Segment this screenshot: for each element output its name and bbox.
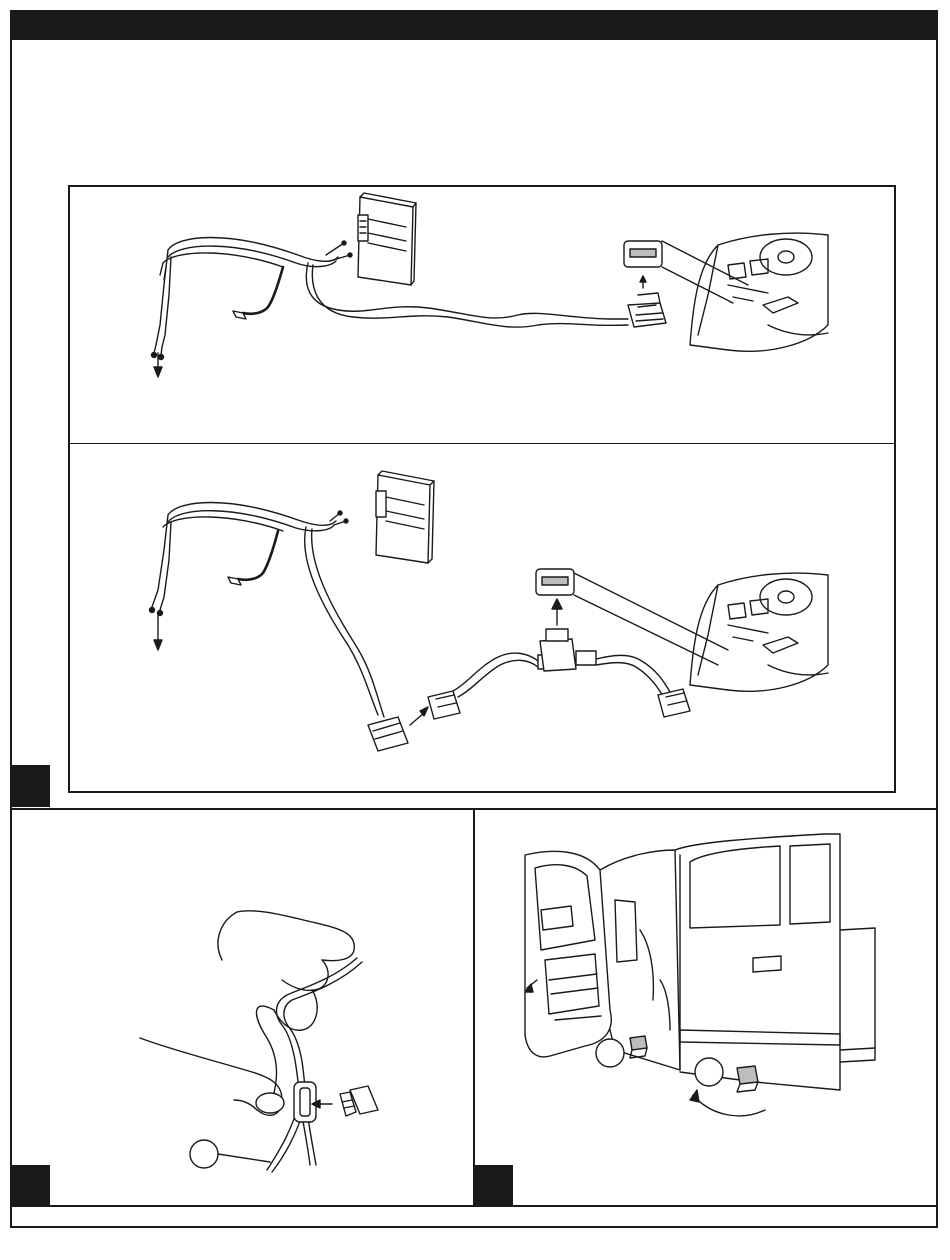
module-unit-2 [376, 471, 434, 563]
harness-wires-2 [150, 503, 385, 718]
wiring-harness-obd-splitter-icon [68, 445, 896, 790]
section-separator-bottom [10, 1205, 938, 1207]
module-unit [358, 193, 416, 285]
panel-divider [68, 443, 896, 444]
step-tab-bottom-left [12, 1165, 50, 1205]
step-tab-top [12, 765, 50, 807]
dashboard-sketch-2 [690, 573, 828, 691]
fuse-tap [312, 1086, 378, 1116]
fuse-holder [294, 1082, 316, 1122]
wiring-harness-obd-connection-icon [68, 185, 896, 443]
obd-splitter-cable [428, 599, 690, 719]
truck-body [675, 834, 875, 1090]
hand [140, 911, 354, 1115]
open-door [525, 851, 611, 1057]
callout-circles [596, 1039, 723, 1086]
callout-circle-fuse [190, 1140, 270, 1168]
obd-connector [624, 241, 748, 327]
header-bar [10, 10, 938, 40]
step-tab-bottom-right [475, 1165, 513, 1205]
hand-inserting-fuse-tap-icon [12, 810, 472, 1205]
truck-open-door-running-board-icon [475, 810, 938, 1205]
